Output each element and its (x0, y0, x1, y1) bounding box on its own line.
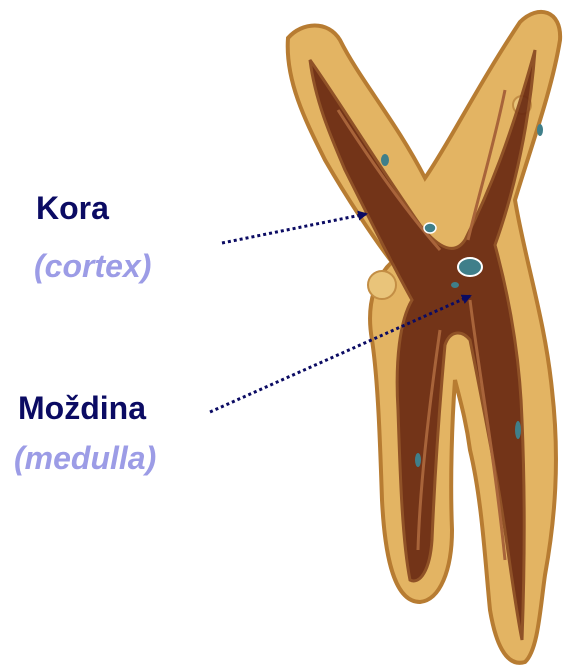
medulla-latin-label: (medulla) (14, 442, 156, 474)
cortex-latin-label: (cortex) (34, 250, 151, 282)
cortex-pointer-arrow (222, 214, 366, 243)
medulla-label: Moždina (18, 392, 146, 424)
cortex-label: Kora (36, 192, 109, 224)
